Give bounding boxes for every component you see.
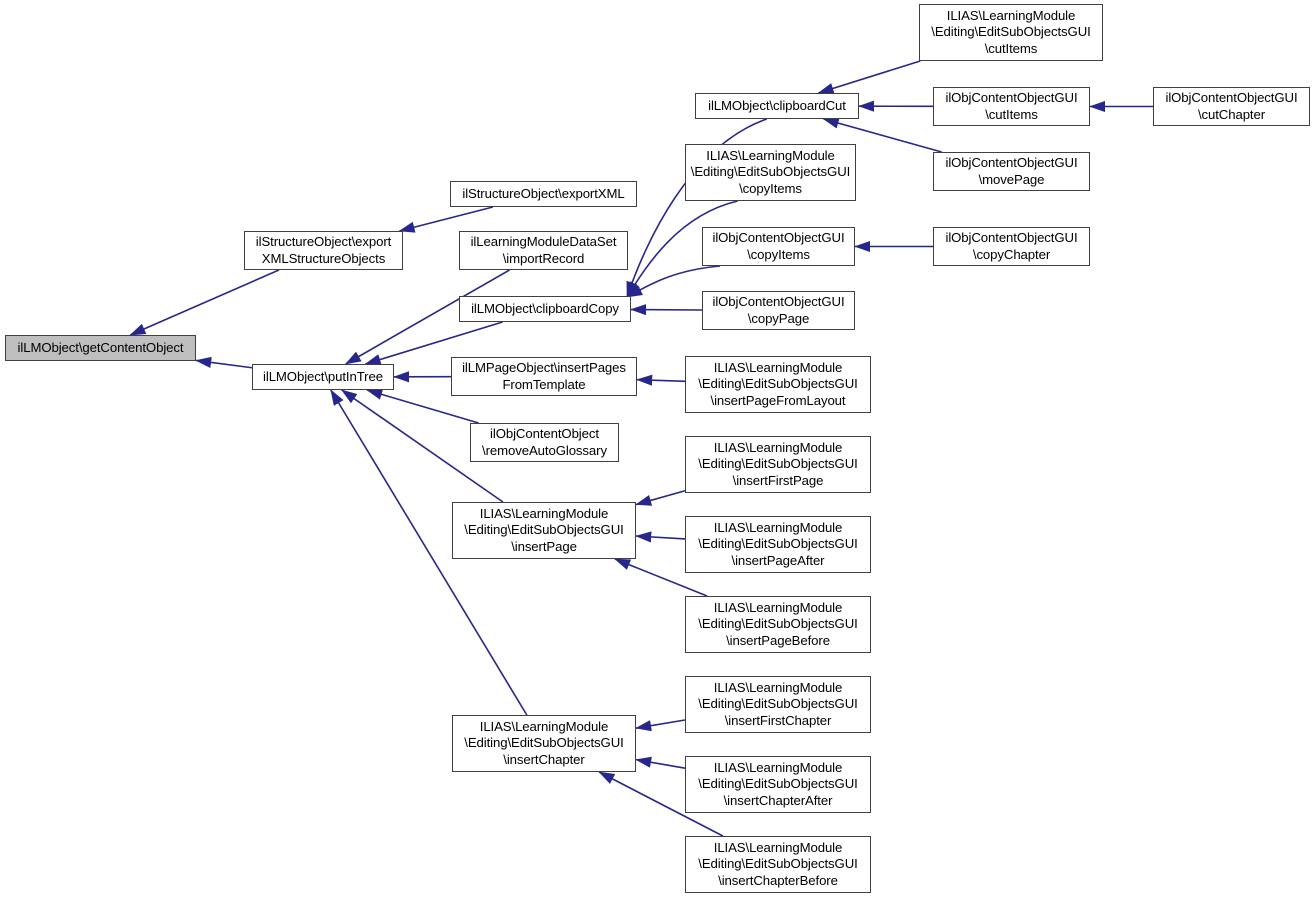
graph-node-cutItemsEditSubObjects[interactable]: ILIAS\LearningModule \Editing\EditSubObj…: [919, 4, 1103, 61]
graph-edge-cutItemsEditSubObjects-to-clipboardCut: [817, 60, 921, 94]
graph-node-label: ilObjContentObjectGUI \cutItems: [945, 90, 1078, 122]
graph-node-label: ILIAS\LearningModule \Editing\EditSubObj…: [698, 599, 858, 648]
graph-node-insertPageAfter[interactable]: ILIAS\LearningModule \Editing\EditSubObj…: [685, 516, 871, 573]
graph-node-label: ILIAS\LearningModule \Editing\EditSubObj…: [698, 439, 858, 488]
graph-node-label: ILIAS\LearningModule \Editing\EditSubObj…: [464, 718, 624, 767]
graph-node-copyPage[interactable]: ilObjContentObjectGUI \copyPage: [702, 291, 855, 330]
graph-edge-putInTree-to-getContentObject: [195, 356, 253, 369]
graph-node-label: ILIAS\LearningModule \Editing\EditSubObj…: [698, 519, 858, 568]
graph-edge-insertPageAfter-to-insertPage: [635, 531, 686, 543]
graph-node-exportXML[interactable]: ilStructureObject\exportXML: [450, 181, 637, 207]
graph-node-copyItemsEditSubObjects[interactable]: ILIAS\LearningModule \Editing\EditSubObj…: [685, 144, 856, 201]
graph-node-exportXMLStructureObjects[interactable]: ilStructureObject\export XMLStructureObj…: [244, 231, 403, 270]
graph-node-label: ilLMObject\putInTree: [263, 368, 383, 384]
graph-node-insertPageFromLayout[interactable]: ILIAS\LearningModule \Editing\EditSubObj…: [685, 356, 871, 413]
graph-node-putInTree[interactable]: ilLMObject\putInTree: [252, 364, 394, 390]
graph-node-insertPage[interactable]: ILIAS\LearningModule \Editing\EditSubObj…: [452, 502, 636, 559]
graph-edge-exportXML-to-exportXMLStructureObjects: [398, 206, 494, 233]
graph-node-label: ilLMPageObject\insertPages FromTemplate: [462, 360, 626, 392]
graph-node-label: ilObjContentObjectGUI \movePage: [945, 155, 1078, 187]
graph-node-label: ilLMObject\clipboardCut: [708, 97, 846, 113]
graph-node-label: ILIAS\LearningModule \Editing\EditSubObj…: [698, 359, 858, 408]
graph-node-getContentObject: ilLMObject\getContentObject: [5, 335, 196, 361]
graph-node-cutChapter[interactable]: ilObjContentObjectGUI \cutChapter: [1153, 87, 1310, 126]
graph-node-copyItemsObjContentObjectGUI[interactable]: ilObjContentObjectGUI \copyItems: [702, 227, 855, 266]
graph-edge-insertChapterAfter-to-insertChapter: [635, 756, 686, 769]
graph-node-insertChapter[interactable]: ILIAS\LearningModule \Editing\EditSubObj…: [452, 715, 636, 772]
graph-node-label: ILIAS\LearningModule \Editing\EditSubObj…: [698, 839, 858, 888]
graph-node-insertPageBefore[interactable]: ILIAS\LearningModule \Editing\EditSubObj…: [685, 596, 871, 653]
graph-node-removeAutoGlossary[interactable]: ilObjContentObject \removeAutoGlossary: [470, 423, 619, 462]
graph-node-label: ilObjContentObjectGUI \copyItems: [712, 230, 845, 262]
graph-edge-insertPageFromLayout-to-insertPagesFromTemplate: [636, 374, 686, 386]
graph-node-label: ilLMObject\getContentObject: [17, 339, 184, 355]
graph-node-label: ilLMObject\clipboardCopy: [471, 300, 619, 316]
graph-node-label: ILIAS\LearningModule \Editing\EditSubObj…: [698, 759, 858, 808]
graph-node-clipboardCopy[interactable]: ilLMObject\clipboardCopy: [459, 296, 631, 322]
graph-node-clipboardCut[interactable]: ilLMObject\clipboardCut: [695, 93, 859, 119]
graph-node-label: ILIAS\LearningModule \Editing\EditSubObj…: [690, 147, 851, 196]
graph-node-label: ilObjContentObjectGUI \copyPage: [712, 294, 845, 326]
graph-edge-insertFirstChapter-to-insertChapter: [635, 719, 686, 732]
graph-node-insertFirstChapter[interactable]: ILIAS\LearningModule \Editing\EditSubObj…: [685, 676, 871, 733]
graph-node-label: ilStructureObject\exportXML: [462, 185, 625, 201]
graph-node-label: ILIAS\LearningModule \Editing\EditSubObj…: [464, 505, 624, 554]
graph-node-label: ilObjContentObjectGUI \copyChapter: [945, 230, 1078, 262]
graph-node-label: ilObjContentObjectGUI \cutChapter: [1165, 90, 1298, 122]
graph-node-insertFirstPage[interactable]: ILIAS\LearningModule \Editing\EditSubObj…: [685, 436, 871, 493]
graph-node-label: ilStructureObject\export XMLStructureObj…: [255, 234, 392, 266]
graph-node-label: ilObjContentObject \removeAutoGlossary: [482, 426, 607, 458]
graph-node-insertChapterBefore[interactable]: ILIAS\LearningModule \Editing\EditSubObj…: [685, 836, 871, 893]
graph-node-label: ILIAS\LearningModule \Editing\EditSubObj…: [931, 7, 1091, 56]
graph-node-label: ILIAS\LearningModule \Editing\EditSubObj…: [698, 679, 858, 728]
graph-node-movePage[interactable]: ilObjContentObjectGUI \movePage: [933, 152, 1090, 191]
graph-node-copyChapter[interactable]: ilObjContentObjectGUI \copyChapter: [933, 227, 1090, 266]
graph-node-insertChapterAfter[interactable]: ILIAS\LearningModule \Editing\EditSubObj…: [685, 756, 871, 813]
graph-node-insertPagesFromTemplate[interactable]: ilLMPageObject\insertPages FromTemplate: [451, 357, 637, 396]
graph-edge-insertFirstPage-to-insertPage: [635, 489, 686, 506]
graph-node-cutItemsObjContentObjectGUI[interactable]: ilObjContentObjectGUI \cutItems: [933, 87, 1090, 126]
graph-node-importRecord[interactable]: ilLearningModuleDataSet \importRecord: [459, 231, 628, 270]
graph-node-label: ilLearningModuleDataSet \importRecord: [470, 234, 617, 266]
graph-edge-exportXMLStructureObjects-to-getContentObject: [129, 269, 280, 336]
